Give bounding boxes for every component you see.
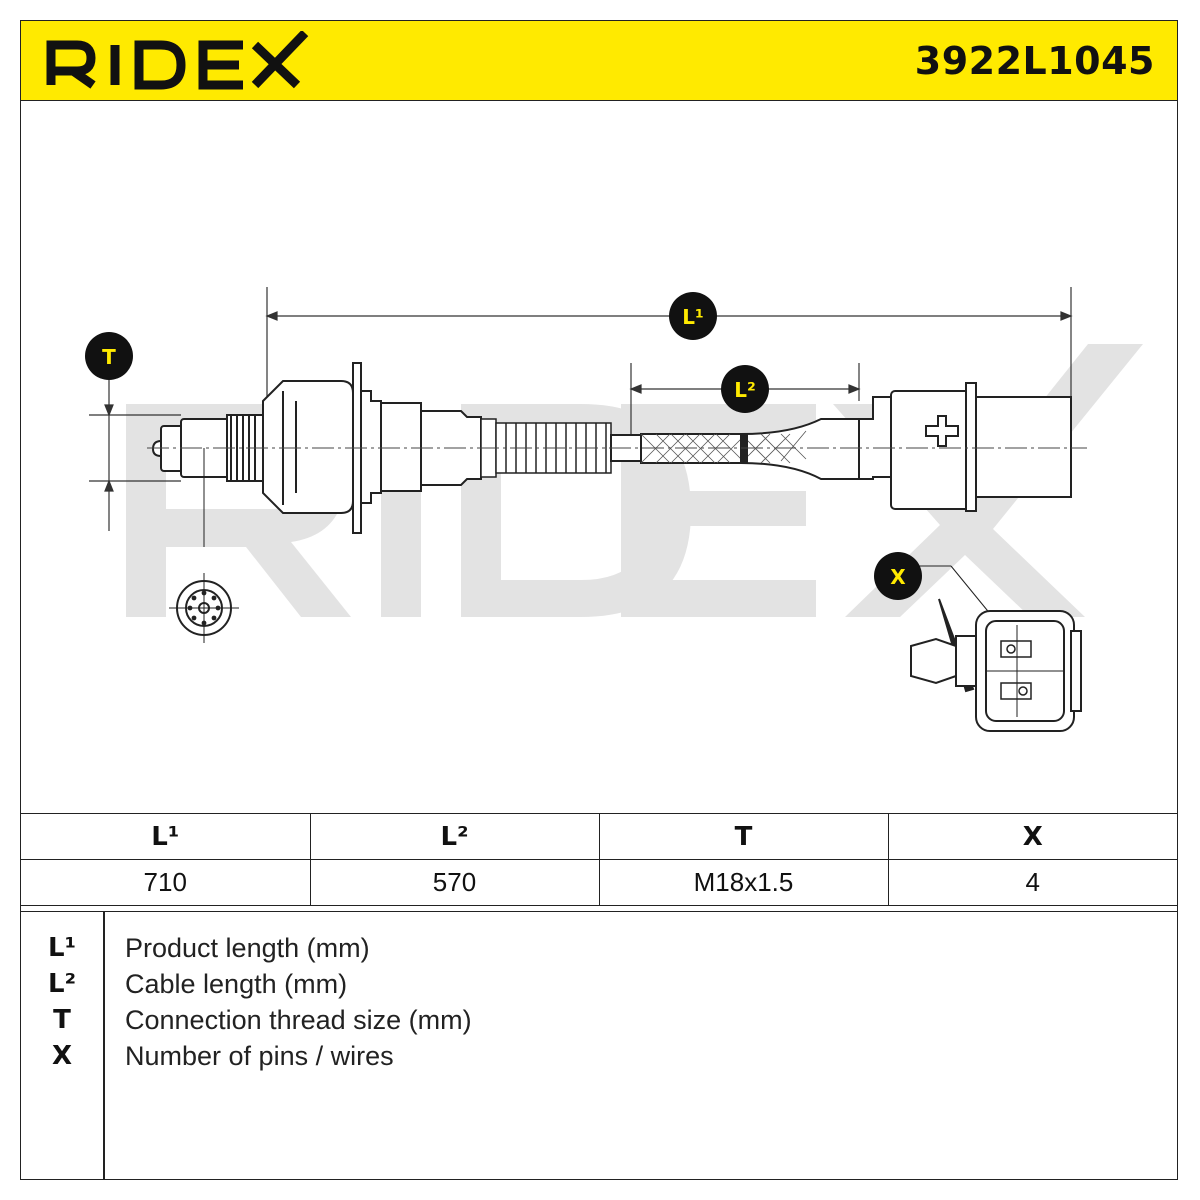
- spec-header-row: L¹ L² T X: [21, 813, 1177, 860]
- spec-value-row: 710 570 M18x1.5 4: [21, 859, 1177, 906]
- header-bar: 3922L1045: [21, 21, 1177, 101]
- ridex-logo: [46, 31, 309, 90]
- callout-x: X: [874, 552, 922, 600]
- legend: L¹ Product length (mm) L² Cable length (…: [21, 911, 1177, 1179]
- oxygen-sensor-drawing: L¹ L² T X: [85, 287, 1143, 732]
- legend-row-l1: L¹ Product length (mm): [21, 930, 1177, 966]
- legend-text: Connection thread size (mm): [125, 1005, 472, 1035]
- spec-header-l1: L¹: [21, 813, 311, 860]
- callout-l2: L²: [721, 365, 769, 413]
- legend-key: X: [51, 1041, 73, 1071]
- svg-text:L²: L²: [734, 378, 756, 402]
- callout-t: T: [85, 332, 133, 380]
- spec-header-x: X: [887, 813, 1177, 860]
- svg-text:T: T: [102, 345, 116, 369]
- legend-text: Cable length (mm): [125, 969, 348, 999]
- connector-face-view: [898, 565, 1082, 732]
- spec-header-l2: L²: [309, 813, 600, 860]
- product-sheet: 3922L1045: [20, 20, 1178, 1180]
- spec-header-t: T: [598, 813, 889, 860]
- legend-divider: [103, 912, 105, 1179]
- spec-value-l2: 570: [309, 859, 600, 906]
- svg-text:X: X: [890, 565, 906, 589]
- legend-key: L¹: [48, 933, 76, 963]
- callout-l1: L¹: [669, 292, 717, 340]
- legend-row-x: X Number of pins / wires: [21, 1038, 1177, 1074]
- spec-value-t: M18x1.5: [598, 859, 889, 906]
- legend-key: L²: [48, 969, 76, 999]
- legend-text: Number of pins / wires: [125, 1041, 394, 1071]
- legend-text: Product length (mm): [125, 933, 370, 963]
- sensor-tip-end-view: [169, 448, 239, 643]
- legend-row-l2: L² Cable length (mm): [21, 966, 1177, 1002]
- spec-table: L¹ L² T X 710 570 M18x1.5 4: [21, 813, 1177, 906]
- svg-text:L¹: L¹: [682, 305, 704, 329]
- part-number: 3922L1045: [914, 39, 1155, 83]
- dimension-l1: [265, 287, 1073, 401]
- legend-key: T: [53, 1005, 71, 1035]
- spec-value-l1: 710: [21, 859, 311, 906]
- legend-row-t: T Connection thread size (mm): [21, 1002, 1177, 1038]
- spec-value-x: 4: [887, 859, 1177, 906]
